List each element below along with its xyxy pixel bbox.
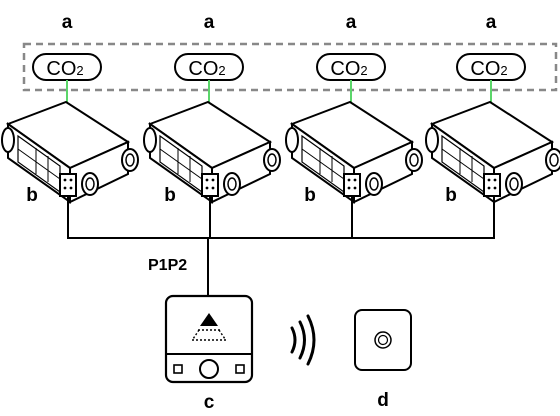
sensor-label: a [346,12,357,33]
sensor-label: a [62,12,73,33]
remote-label: d [377,390,389,411]
co2-label: CO2 [330,58,367,80]
left-button-icon [173,364,183,374]
co2-label: CO2 [470,58,507,80]
sensor-label: a [486,12,497,33]
sensor-group-box [22,42,558,92]
sensor-column-3: a CO2 [316,12,386,104]
sensor-column-2: a CO2 [174,12,244,104]
unit-label-3: b [304,185,316,206]
unit-label-4: b [445,185,457,206]
right-button-icon [235,364,245,374]
bus-label: P1P2 [148,257,187,274]
co2-label: CO2 [188,58,225,80]
unit-label-2: b [164,185,176,206]
sensor-column-1: a CO2 [32,12,102,104]
co2-label: CO2 [46,58,83,80]
controller-label: c [204,392,215,413]
triangle-fan-icon [192,313,226,341]
round-button-icon [199,359,219,379]
sensor-label: a [204,12,215,33]
remote-button-device [354,309,412,371]
wireless-signal-icon [290,314,316,366]
unit-label-1: b [26,185,38,206]
p1p2-bus [67,196,495,296]
ventilation-unit-1 [1,101,139,203]
controller [164,294,254,384]
sensor-column-4: a CO2 [456,12,526,104]
